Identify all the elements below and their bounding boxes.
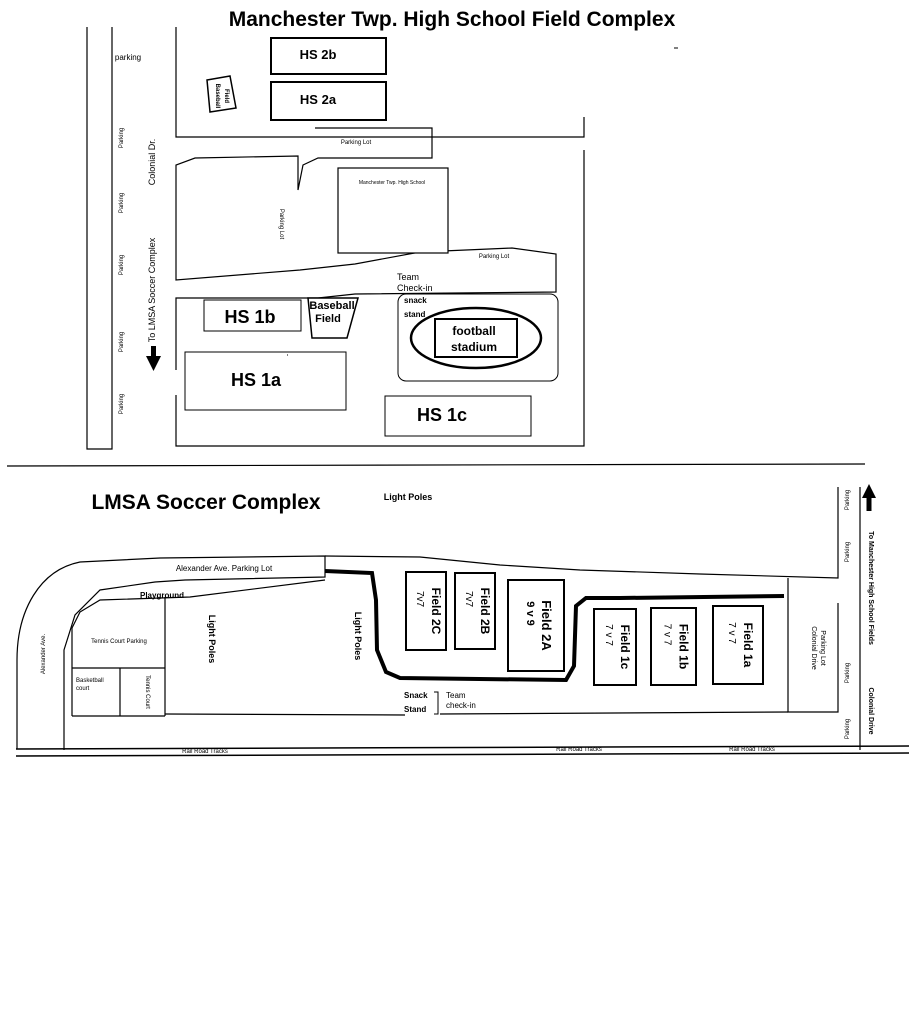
baseball-field-small-label-1: Baseball	[214, 84, 220, 109]
top-map-title: Manchester Twp. High School Field Comple…	[229, 8, 676, 31]
railroad-label-2: Rail Road Tracks	[556, 747, 602, 753]
parking-side-label-3: Parking	[119, 255, 125, 275]
soccer-field-6-name: Field 1a	[741, 623, 755, 668]
alexander-ave-label: Alexander Ave.	[41, 634, 47, 675]
alexander-lot-label: Alexander Ave. Parking Lot	[176, 564, 273, 573]
basketball-label-1: Basketball	[76, 678, 104, 684]
parking-lot-top-label: Parking Lot	[341, 140, 372, 146]
parking-lot-right-label: Parking Lot	[479, 254, 510, 260]
soccer-field-2[interactable]	[454, 572, 496, 650]
soccer-field-1[interactable]	[405, 571, 447, 651]
high-school-label: Manchester Twp. High School	[359, 180, 425, 186]
tennis-parking-label: Tennis Court Parking	[91, 639, 147, 645]
parking-top-label: parking	[115, 53, 141, 62]
parking-side-label-1: Parking	[119, 128, 125, 148]
to-lmsa-label: To LMSA Soccer Complex	[147, 237, 157, 342]
field-hs1b[interactable]	[203, 299, 302, 332]
field-hs1a-label: HS 1a	[231, 370, 282, 390]
soccer-field-1-name: Field 2C	[429, 588, 443, 635]
basketball-label-2: court	[76, 686, 90, 692]
soccer-field-4-name: Field 1c	[618, 625, 632, 670]
railroad-track-1	[15, 745, 909, 750]
parking-right-label-1: Parking	[845, 490, 851, 510]
railroad-label-3: Rail Road Tracks	[729, 747, 775, 753]
field-hs1b-label: HS 1b	[224, 307, 275, 327]
snack-bracket	[434, 691, 439, 715]
team-checkin-label-2: Check-in	[397, 283, 433, 293]
parking-side-label-2: Parking	[119, 193, 125, 213]
soccer-field-1-format: 7v7	[414, 591, 425, 608]
fence-line	[324, 569, 785, 683]
baseball-field-small-label-2: Field	[223, 89, 229, 103]
baseball-field-small[interactable]	[206, 75, 237, 113]
soccer-field-3-format: 9 v 9	[524, 601, 536, 625]
soccer-field-5[interactable]	[650, 607, 697, 686]
snack-stand-label-2: stand	[404, 310, 425, 319]
field-hs2a[interactable]	[270, 81, 387, 121]
railroad-track-2	[15, 752, 909, 757]
light-poles-mid-label: Light Poles	[353, 612, 363, 661]
tennis-court-label: Tennis Court	[144, 675, 150, 709]
snack-stand-bottom-1: Snack	[404, 691, 428, 700]
parking-right-label-2: Parking	[845, 542, 851, 562]
soccer-field-2-format: 7v7	[463, 591, 474, 608]
parking-lot-vertical-label: Parking Lot	[278, 209, 284, 240]
soccer-field-3-name: Field 2A	[539, 600, 554, 651]
baseball-field[interactable]	[307, 297, 359, 339]
team-checkin-label-1: Team	[397, 272, 419, 282]
light-poles-left-label: Light Poles	[207, 615, 217, 664]
soccer-field-2-name: Field 2B	[478, 588, 492, 635]
field-hs2b[interactable]	[270, 37, 387, 75]
snack-stand-bottom-2: Stand	[404, 705, 426, 714]
soccer-field-3[interactable]	[507, 579, 565, 672]
baseball-field-label-1: Baseball	[309, 300, 354, 312]
soccer-field-5-name: Field 1b	[677, 624, 691, 669]
high-school-building	[337, 167, 449, 254]
soccer-field-4-format: 7 v 7	[603, 624, 614, 646]
arrow-up-icon	[862, 484, 876, 511]
colonial-dr-label: Colonial Dr.	[147, 139, 157, 186]
snack-stand-label-1: snack	[404, 296, 427, 305]
parking-side-label-4: Parking	[119, 332, 125, 352]
soccer-field-4[interactable]	[593, 608, 637, 686]
colonial-drive-label: Colonial Drive	[867, 687, 874, 734]
soccer-field-6-format: 7 v 7	[726, 622, 737, 644]
team-checkin-bottom-2: check-in	[446, 701, 476, 710]
football-stadium-label-1: football	[452, 324, 495, 338]
field-hs1c-label: HS 1c	[417, 405, 467, 425]
soccer-field-6[interactable]	[712, 605, 764, 685]
football-stadium-label-2: stadium	[451, 340, 497, 354]
arrow-down-icon	[146, 346, 161, 371]
field-hs1c[interactable]	[384, 395, 532, 437]
colonial-lot-label-2: Parking Lot	[819, 630, 826, 665]
playground-label: Playground	[140, 591, 184, 600]
football-stadium[interactable]	[434, 318, 518, 358]
soccer-field-5-format: 7 v 7	[662, 624, 673, 646]
colonial-lot-label-1: Colonial Drive	[810, 626, 817, 670]
parking-right-label-4: Parking	[845, 719, 851, 739]
parking-right-label-3: Parking	[845, 663, 851, 683]
bottom-roads	[16, 487, 861, 750]
light-poles-top-label: Light Poles	[384, 492, 433, 502]
field-hs2a-label: HS 2a	[300, 92, 337, 107]
to-manchester-label: To Manchester High School Fields	[867, 531, 874, 645]
bottom-map-title: LMSA Soccer Complex	[91, 491, 320, 514]
team-checkin-bottom-1: Team	[446, 691, 466, 700]
field-hs1a[interactable]	[184, 351, 347, 411]
map-separator	[6, 463, 866, 467]
field-hs2b-label: HS 2b	[300, 47, 337, 62]
top-roads	[86, 27, 585, 450]
parking-side-label-5: Parking	[119, 394, 125, 414]
baseball-field-label-2: Field	[315, 313, 341, 325]
railroad-label-1: Rail Road Tracks	[182, 749, 228, 755]
football-stadium-track	[409, 306, 543, 370]
